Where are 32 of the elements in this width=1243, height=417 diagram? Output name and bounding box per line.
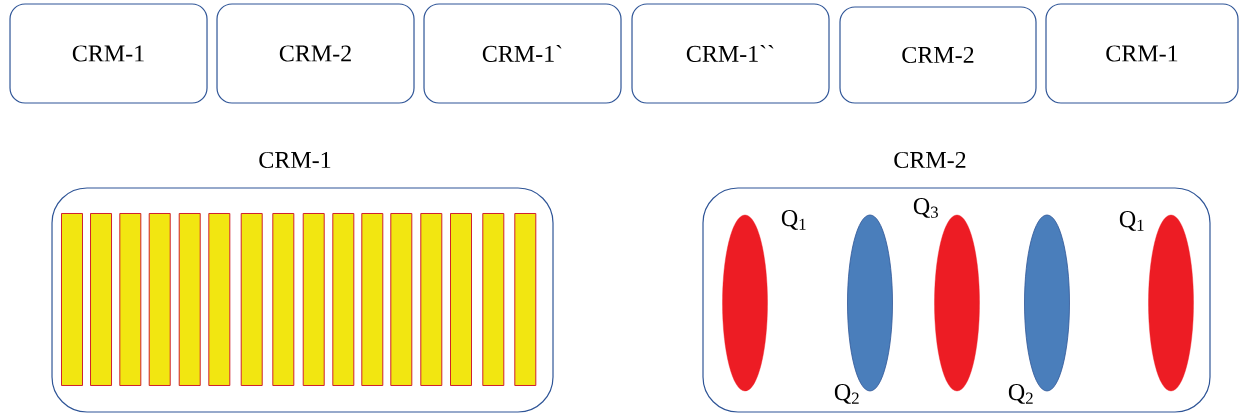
panel-title: CRM-1: [259, 151, 331, 169]
ellipse: [722, 214, 768, 392]
bar: [332, 213, 355, 386]
bar: [482, 213, 505, 386]
charge-label: Q$_{2}$: [1008, 384, 1033, 404]
box: CRM-1``: [631, 3, 830, 104]
charge-label: Q$_{1}$: [781, 210, 806, 230]
box: CRM-1: [9, 3, 208, 104]
bar: [420, 213, 443, 386]
ellipse: [1148, 214, 1194, 392]
ellipse: [1024, 214, 1070, 392]
charge-label: Q$_{3}$: [913, 198, 938, 218]
box: CRM-2: [839, 6, 1037, 104]
bar: [361, 213, 384, 386]
charge-label: Q$_{1}$: [1119, 211, 1144, 231]
bar: [240, 213, 263, 386]
bar: [302, 213, 325, 386]
bar: [90, 213, 112, 386]
bar: [148, 213, 171, 386]
box: CRM-2: [216, 3, 415, 104]
bar: [514, 213, 537, 386]
charge-label: Q$_{2}$: [834, 384, 859, 404]
bar: [208, 213, 231, 386]
box: CRM-1: [1045, 3, 1239, 104]
bar: [450, 213, 472, 386]
bar: [61, 213, 83, 386]
bar: [272, 213, 295, 386]
panel-title: CRM-2: [894, 151, 966, 169]
bar: [178, 213, 201, 386]
bar: [390, 213, 413, 386]
bar: [119, 213, 142, 386]
box: CRM-1`: [423, 3, 622, 104]
